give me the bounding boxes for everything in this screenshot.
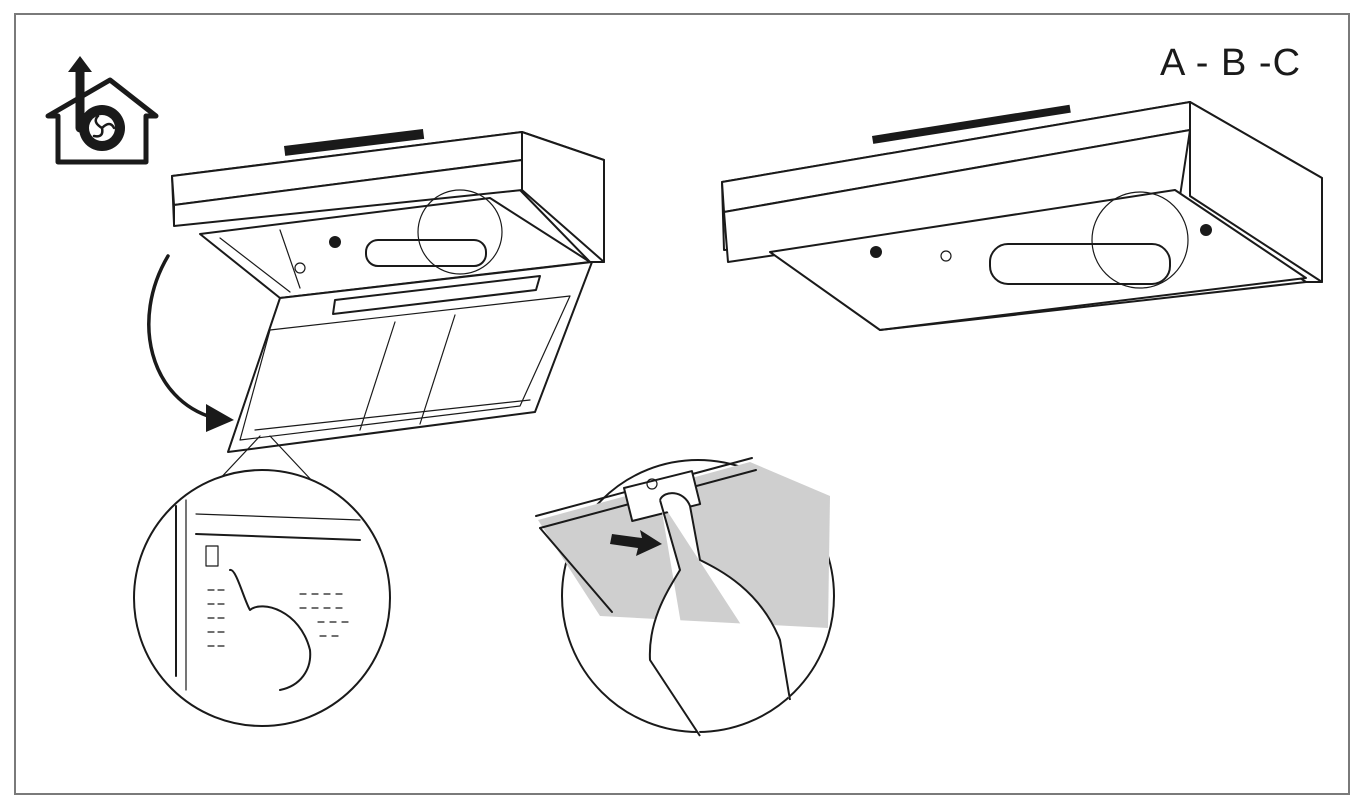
- detail-circle-latch: [133, 435, 391, 727]
- curved-arrow-icon: [147, 254, 234, 432]
- variant-label: A - B -C: [1160, 42, 1302, 84]
- house-with-fan-exhaust-icon: [45, 56, 159, 165]
- hood-right-closed: [721, 101, 1323, 331]
- push-arrow-icon: [610, 530, 662, 556]
- detail-circle-push-latch: [535, 457, 835, 737]
- hood-left-open: [171, 128, 605, 453]
